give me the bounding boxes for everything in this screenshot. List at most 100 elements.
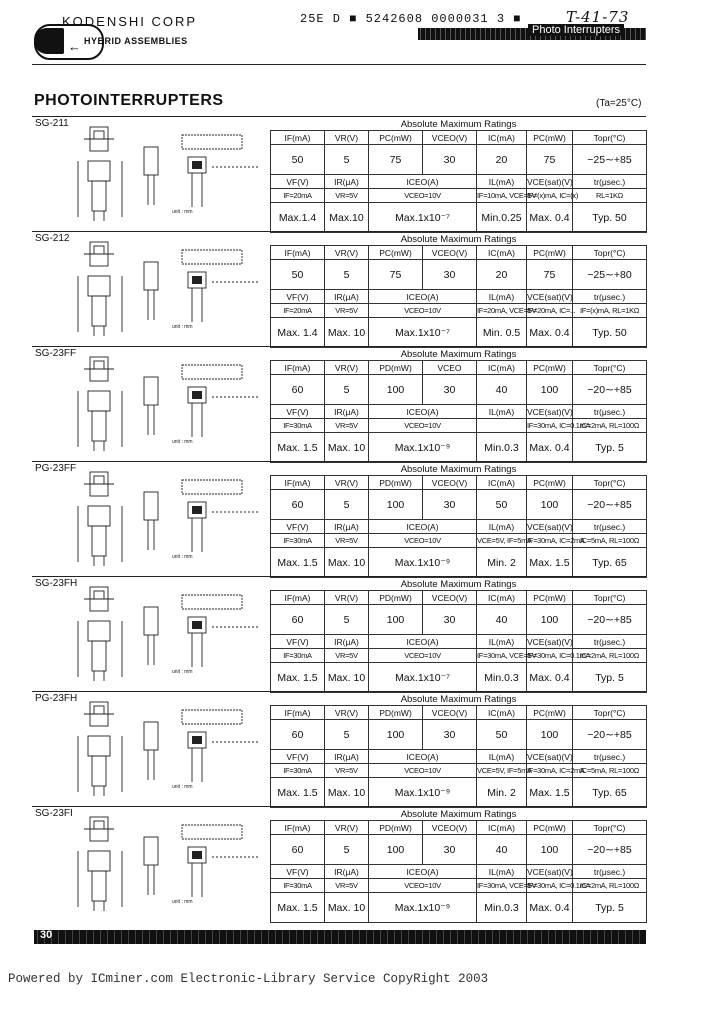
characteristic-value: Min.0.3 <box>476 432 527 463</box>
characteristic-header: ICEO(A) <box>368 289 477 304</box>
section-banner: Photo Interrupters <box>528 24 625 36</box>
max-rating-value: 40 <box>476 604 527 635</box>
package-drawing: unit : mm <box>32 807 266 921</box>
max-rating-value: 50 <box>476 489 527 520</box>
characteristic-value: Max.1x10⁻⁷ <box>368 317 477 348</box>
max-rating-value: −20∼+85 <box>571 834 648 865</box>
max-rating-value: 20 <box>476 259 527 290</box>
characteristic-header: VCE(sat)(V) <box>526 634 573 649</box>
characteristic-value: Max.1x10⁻⁷ <box>368 662 477 693</box>
characteristic-value: Max. 10 <box>324 892 369 923</box>
max-rating-header: IF(mA) <box>270 705 325 720</box>
max-rating-header: PD(mW) <box>368 705 423 720</box>
characteristic-value: Max. 10 <box>324 662 369 693</box>
division-name: HYBRID ASSEMBLIES <box>84 36 188 46</box>
characteristic-header: IR(μA) <box>324 174 369 189</box>
page-number: 30 <box>40 929 53 941</box>
test-condition: IF=20mA <box>270 303 325 318</box>
product-block: unit : mm PG-23FF Absolute Maximum Ratin… <box>32 461 648 578</box>
characteristic-value: Max. 0.4 <box>526 202 573 233</box>
characteristic-header: VF(V) <box>270 289 325 304</box>
company-logo: ← <box>34 24 104 60</box>
max-rating-value: 60 <box>270 834 325 865</box>
max-rating-value: 30 <box>422 259 477 290</box>
characteristic-value: Max. 0.4 <box>526 662 573 693</box>
characteristic-header: tr(μsec.) <box>571 519 648 534</box>
max-rating-header: IF(mA) <box>270 590 325 605</box>
model-name: SG-23FH <box>35 578 78 589</box>
max-rating-header: Topr(°C) <box>571 820 648 835</box>
max-rating-value: 100 <box>526 489 573 520</box>
handwritten-code: T-41-73 <box>566 8 630 26</box>
max-rating-header: VR(V) <box>324 245 369 260</box>
characteristic-header: tr(μsec.) <box>571 634 648 649</box>
max-rating-value: 100 <box>368 604 423 635</box>
test-condition: IF=(x)mA, IC=(x) <box>526 188 578 203</box>
max-rating-header: PD(mW) <box>368 820 423 835</box>
max-rating-value: 100 <box>368 719 423 750</box>
max-rating-value: 50 <box>270 259 325 290</box>
max-rating-header: IC(mA) <box>476 705 527 720</box>
test-condition: IF=30mA, IC=0.1mA <box>526 878 591 893</box>
svg-text:unit : mm: unit : mm <box>172 324 193 330</box>
test-condition: RL=1KΩ <box>571 188 648 203</box>
test-condition: VR=5V <box>324 418 369 433</box>
characteristic-value: Min.0.3 <box>476 662 527 693</box>
product-block: unit : mm SG-212 Absolute Maximum Rating… <box>32 231 648 348</box>
max-rating-value: 30 <box>422 604 477 635</box>
characteristic-value: Max.1x10⁻⁹ <box>368 892 477 923</box>
max-rating-header: PC(mW) <box>526 245 573 260</box>
test-condition: IF=20mA, IC=... <box>526 303 576 318</box>
max-rating-header: PC(mW) <box>368 130 423 145</box>
characteristic-header: IL(mA) <box>476 519 527 534</box>
max-rating-value: 5 <box>324 374 369 405</box>
characteristic-header: tr(μsec.) <box>571 864 648 879</box>
characteristic-value: Typ. 5 <box>571 892 648 923</box>
svg-text:unit : mm: unit : mm <box>172 439 193 445</box>
max-rating-value: 30 <box>422 374 477 405</box>
ratings-table: Absolute Maximum Ratings IF(mA)VR(V)PC(m… <box>270 233 648 348</box>
max-rating-header: IF(mA) <box>270 130 325 145</box>
max-rating-value: 100 <box>526 374 573 405</box>
product-block: unit : mm SG-211 Absolute Maximum Rating… <box>32 116 648 233</box>
max-rating-value: 50 <box>270 144 325 175</box>
ratings-table: Absolute Maximum Ratings IF(mA)VR(V)PD(m… <box>270 693 648 808</box>
max-rating-header: VR(V) <box>324 820 369 835</box>
max-rating-value: 60 <box>270 489 325 520</box>
test-condition: IF=30mA, IC=2mA <box>526 533 585 548</box>
characteristic-header: IL(mA) <box>476 289 527 304</box>
test-condition: VCEO=10V <box>368 648 477 663</box>
package-drawing: unit : mm <box>32 577 266 691</box>
max-rating-value: 50 <box>476 719 527 750</box>
model-name: SG-23FI <box>35 808 73 819</box>
characteristic-header: VCE(sat)(V) <box>526 749 573 764</box>
max-rating-value: 30 <box>422 144 477 175</box>
test-condition: IF=30mA <box>270 533 325 548</box>
max-rating-value: 5 <box>324 719 369 750</box>
characteristic-value: Max. 0.4 <box>526 892 573 923</box>
max-rating-value: 5 <box>324 259 369 290</box>
max-rating-header: PD(mW) <box>368 360 423 375</box>
svg-text:unit : mm: unit : mm <box>172 209 193 215</box>
max-rating-header: PD(mW) <box>368 590 423 605</box>
characteristic-value: Max. 10 <box>324 547 369 578</box>
characteristic-header: IL(mA) <box>476 864 527 879</box>
characteristic-header: VF(V) <box>270 519 325 534</box>
test-condition: IF=30mA <box>270 878 325 893</box>
svg-text:unit : mm: unit : mm <box>172 554 193 560</box>
characteristic-header: IR(μA) <box>324 864 369 879</box>
characteristic-value: Max. 10 <box>324 317 369 348</box>
max-rating-value: 30 <box>422 834 477 865</box>
model-name: PG-23FF <box>35 463 77 474</box>
test-condition: IC=5mA, RL=100Ω <box>571 763 648 778</box>
package-drawing: unit : mm <box>32 232 266 346</box>
ratings-table: Absolute Maximum Ratings IF(mA)VR(V)PD(m… <box>270 348 648 463</box>
max-rating-header: Topr(°C) <box>571 590 648 605</box>
max-rating-header: VCEO(V) <box>422 820 477 835</box>
max-rating-header: VR(V) <box>324 475 369 490</box>
characteristic-value: Max. 1.5 <box>270 432 325 463</box>
characteristic-header: tr(μsec.) <box>571 404 648 419</box>
test-condition: VR=5V <box>324 533 369 548</box>
max-rating-value: −20∼+85 <box>571 374 648 405</box>
test-condition: VR=5V <box>324 188 369 203</box>
